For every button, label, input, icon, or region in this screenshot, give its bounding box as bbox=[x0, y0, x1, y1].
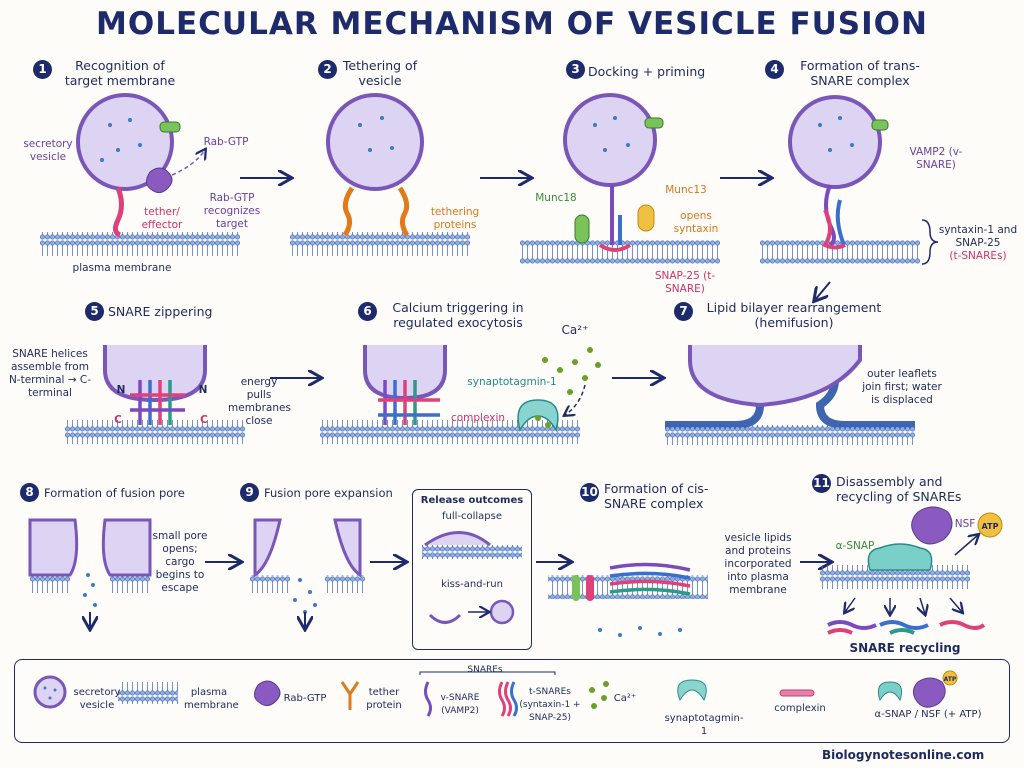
step-title-6: Calcium triggering in regulated exocytos… bbox=[392, 300, 524, 330]
legend-synaptotagmin: synaptotagmin-1 bbox=[664, 713, 744, 737]
legend-box bbox=[14, 659, 1010, 743]
label-snare-helices: SNARE helices assemble from N-terminal →… bbox=[8, 348, 92, 399]
step-title-1: Recognition of target membrane bbox=[64, 58, 176, 88]
legend-secretory-vesicle: secretory vesicle bbox=[73, 687, 121, 711]
plasma-membrane-2 bbox=[290, 232, 470, 256]
step-number-5: 5 bbox=[85, 302, 104, 321]
legend-snares-header: SNAREs bbox=[467, 665, 503, 675]
legend-complexin-icon bbox=[779, 689, 815, 697]
label-snare-recycling: SNARE recycling bbox=[849, 641, 961, 655]
legend-ca-icon bbox=[589, 681, 609, 709]
secretory-vesicle-3 bbox=[563, 93, 657, 187]
label-secretory-vesicle: secretory vesicle bbox=[23, 138, 73, 163]
label-n-left: N bbox=[116, 384, 126, 396]
plasma-membrane-5 bbox=[65, 420, 245, 444]
label-alpha-snap: α-SNAP bbox=[835, 540, 875, 552]
legend-tsnare-icon bbox=[498, 681, 512, 717]
step-number-9: 9 bbox=[240, 483, 259, 502]
label-rab-gtp: Rab-GTP bbox=[203, 136, 249, 148]
legend-tether-protein: tether protein bbox=[366, 687, 402, 711]
step-number-11: 11 bbox=[812, 474, 831, 493]
legend-rab-gtp: Rab-GTP bbox=[283, 693, 327, 704]
step-number-7: 7 bbox=[674, 302, 693, 321]
label-outer-leaflets: outer leaflets join first; water is disp… bbox=[862, 368, 942, 406]
label-tether-effector: tether/ effector bbox=[141, 206, 183, 231]
label-munc18: Munc18 bbox=[535, 192, 577, 204]
label-t-snares: (t-SNAREs) bbox=[949, 250, 1007, 262]
label-vamp2: VAMP2 (v-SNARE) bbox=[909, 146, 963, 171]
fusion-pore-8 bbox=[28, 518, 152, 577]
label-energy: energy pulls membranes close bbox=[228, 376, 291, 427]
legend-complexin: complexin bbox=[774, 703, 826, 714]
step-title-9: Fusion pore expansion bbox=[264, 486, 393, 500]
label-munc13: Munc13 bbox=[665, 184, 707, 196]
step-title-3: Docking + priming bbox=[588, 64, 706, 79]
legend-snap-nsf: α-SNAP / NSF (+ ATP) bbox=[874, 709, 982, 720]
step-title-2: Tethering of vesicle bbox=[342, 58, 418, 88]
legend-vesicle-icon bbox=[33, 675, 67, 709]
secretory-vesicle-2 bbox=[326, 93, 424, 191]
secretory-vesicle-1 bbox=[76, 93, 174, 191]
label-ca: Ca²⁺ bbox=[561, 323, 589, 337]
legend-t-snares: t-SNAREs (syntaxin-1 + SNAP-25) bbox=[519, 687, 581, 723]
legend-plasma-membrane: plasma membrane bbox=[184, 687, 239, 711]
label-small-pore: small pore opens; cargo begins to escape bbox=[152, 530, 208, 594]
legend-v-snare: v-SNARE (VAMP2) bbox=[440, 693, 480, 716]
nsf-complex bbox=[867, 543, 933, 571]
step-number-2: 2 bbox=[318, 60, 337, 79]
label-complexin: complexin bbox=[450, 412, 506, 424]
label-synaptotagmin: synaptotagmin-1 bbox=[467, 376, 557, 388]
credit-text: Biologynotesonline.com bbox=[822, 748, 985, 762]
label-syntaxin-snap: syntaxin-1 and SNAP-25 bbox=[938, 224, 1018, 249]
plasma-membrane-1 bbox=[40, 232, 240, 256]
step-number-1: 1 bbox=[33, 60, 52, 79]
label-plasma-membrane: plasma membrane bbox=[72, 262, 172, 274]
label-tethering-proteins: tethering proteins bbox=[430, 206, 480, 231]
secretory-vesicle-4 bbox=[788, 95, 882, 189]
nsf-blob bbox=[911, 506, 953, 545]
legend-vsnare-icon bbox=[424, 681, 432, 717]
step-title-11: Disassembly and recycling of SNAREs bbox=[836, 474, 962, 504]
step-title-5: SNARE zippering bbox=[108, 304, 213, 319]
release-outcomes-box: Release outcomes full-collapse kiss-and-… bbox=[412, 489, 532, 650]
legend-tether-icon bbox=[340, 681, 360, 710]
legend-synaptotagmin-icon bbox=[677, 679, 707, 702]
fusion-pore-9 bbox=[253, 518, 362, 578]
label-n-right: N bbox=[198, 384, 208, 396]
label-c-left: C bbox=[114, 414, 122, 426]
legend-atp: ATP bbox=[943, 676, 957, 683]
vesicle-5 bbox=[103, 345, 207, 403]
step-title-7: Lipid bilayer rearrangement (hemifusion) bbox=[706, 300, 882, 330]
plasma-membrane-6 bbox=[320, 420, 580, 444]
legend-nsf-icon bbox=[912, 677, 946, 708]
label-nsf: NSF bbox=[954, 518, 976, 530]
label-full-collapse: full-collapse bbox=[441, 511, 503, 522]
label-opens-syntaxin: opens syntaxin bbox=[673, 210, 719, 235]
step-number-3: 3 bbox=[566, 60, 585, 79]
legend-membrane-icon bbox=[118, 682, 178, 704]
legend-ca: Ca²⁺ bbox=[613, 693, 637, 704]
label-atp: ATP bbox=[981, 522, 999, 531]
label-rab-recognizes: Rab-GTP recognizes target bbox=[203, 192, 261, 230]
step-number-10: 10 bbox=[580, 483, 599, 502]
step-title-10: Formation of cis-SNARE complex bbox=[604, 481, 709, 511]
label-release-outcomes: Release outcomes bbox=[420, 495, 524, 506]
legend-snap-icon bbox=[877, 681, 903, 702]
step-title-4: Formation of trans-SNARE complex bbox=[800, 58, 920, 88]
step-number-4: 4 bbox=[765, 60, 784, 79]
label-c-right: C bbox=[200, 414, 208, 426]
plasma-membrane-4 bbox=[760, 240, 920, 264]
legend-rab-icon bbox=[254, 680, 281, 707]
page-title: MOLECULAR MECHANISM OF VESICLE FUSION bbox=[96, 6, 928, 42]
rab-gtp-blob bbox=[146, 167, 173, 194]
step-number-8: 8 bbox=[20, 483, 39, 502]
label-kiss-and-run: kiss-and-run bbox=[441, 579, 503, 590]
step-title-8: Formation of fusion pore bbox=[44, 486, 185, 500]
step-number-6: 6 bbox=[358, 302, 377, 321]
label-vesicle-lipids: vesicle lipids and proteins incorporated… bbox=[724, 532, 792, 596]
label-snap25: SNAP-25 (t-SNARE) bbox=[654, 270, 716, 295]
